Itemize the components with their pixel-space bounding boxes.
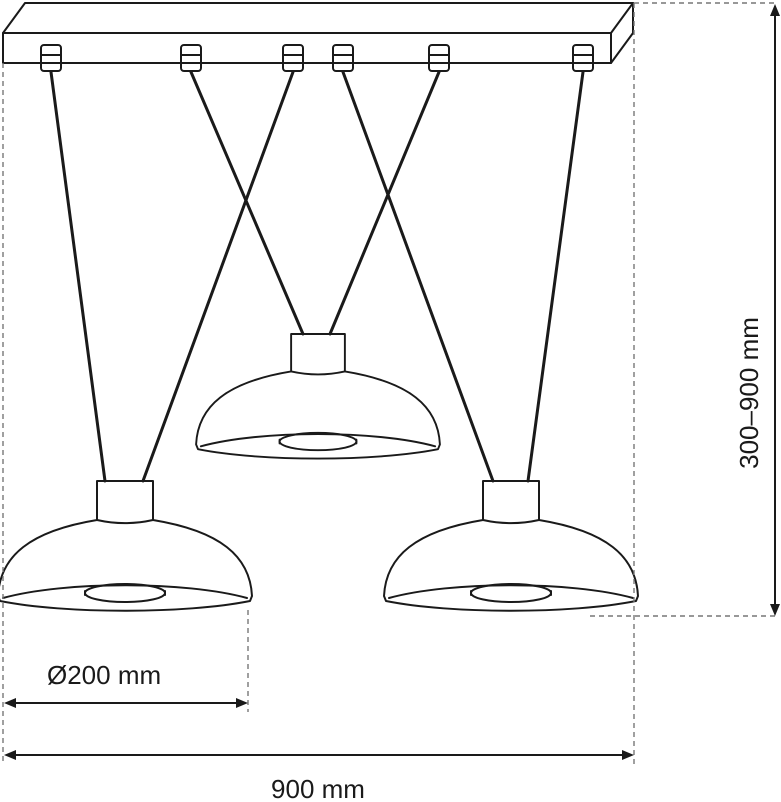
pendant-shade-left [0, 480, 253, 612]
pendant-shade-center [195, 333, 441, 460]
shade-diameter-dimension [4, 698, 248, 708]
cable-grips [40, 44, 594, 72]
ceiling-canopy [2, 2, 634, 64]
height-range-label: 300–900 mm [734, 317, 764, 469]
total-width-label: 900 mm [271, 774, 365, 802]
pendant-shade-right [383, 480, 639, 612]
suspension-cables [49, 70, 585, 483]
cable-grip-4 [332, 44, 354, 72]
height-range-dimension [770, 4, 780, 616]
cable-grip-6 [572, 44, 594, 72]
total-width-dimension [4, 750, 634, 760]
cable-grip-1 [40, 44, 62, 72]
cable-grip-3 [282, 44, 304, 72]
cable-grip-2 [180, 44, 202, 72]
extension-lines [2, 2, 778, 765]
cable-grip-5 [428, 44, 450, 72]
shade-diameter-label: Ø200 mm [47, 660, 161, 690]
